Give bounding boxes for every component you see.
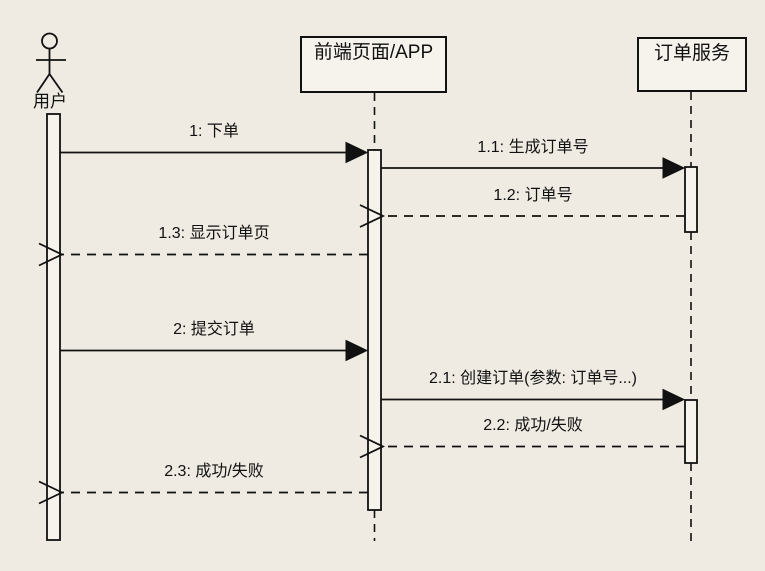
lifeline-box-order-service: 订单服务	[637, 37, 747, 92]
actor-head	[41, 32, 58, 50]
order-service-activation-bar-2	[684, 399, 698, 464]
message-label-2.1: 2.1: 创建订单(参数: 订单号...)	[428, 370, 638, 387]
lifeline-box-frontend: 前端页面/APP	[300, 36, 447, 93]
lifeline-box-order-service-label: 订单服务	[653, 43, 730, 64]
user-activation-bar	[46, 113, 61, 541]
actor-leg-left	[36, 73, 51, 94]
message-label-2.2: 2.2: 成功/失败	[483, 417, 583, 434]
message-label-1.1: 1.1: 生成订单号	[477, 139, 589, 156]
message-label-2.3: 2.3: 成功/失败	[164, 463, 264, 480]
frontend-activation-bar	[367, 149, 382, 511]
lifeline-box-frontend-label: 前端页面/APP	[313, 42, 434, 63]
message-label-1: 1: 下单	[189, 123, 239, 140]
actor-leg-right	[48, 73, 64, 94]
message-label-1.2: 1.2: 订单号	[493, 187, 573, 204]
message-label-2: 2: 提交订单	[173, 321, 255, 338]
actor-figure	[36, 32, 66, 94]
actor-label: 用户	[33, 92, 67, 111]
message-label-1.3: 1.3: 显示订单页	[158, 225, 270, 242]
order-service-activation-bar-1	[684, 166, 698, 233]
